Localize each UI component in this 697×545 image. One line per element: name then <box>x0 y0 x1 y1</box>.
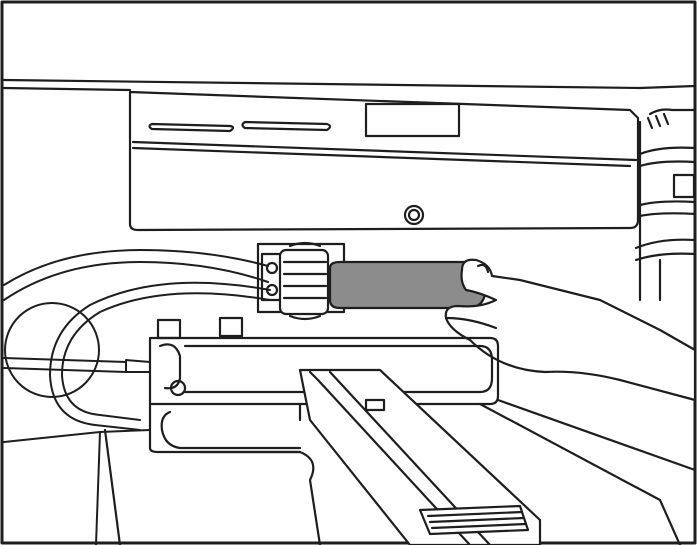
right-wall-detail <box>634 108 697 302</box>
display-window <box>364 102 461 138</box>
shelf-rail <box>298 368 542 545</box>
panel-knob <box>403 204 425 226</box>
control-panel-housing <box>128 90 640 232</box>
hand <box>444 258 697 402</box>
compartment-ceiling <box>2 78 697 92</box>
water-tubes <box>3 249 271 545</box>
vent-slot-left <box>148 122 235 133</box>
filter-housing <box>148 316 500 454</box>
filter-head-bracket <box>256 241 346 321</box>
vent-slot-right <box>241 120 332 132</box>
compartment-floor <box>103 398 697 545</box>
